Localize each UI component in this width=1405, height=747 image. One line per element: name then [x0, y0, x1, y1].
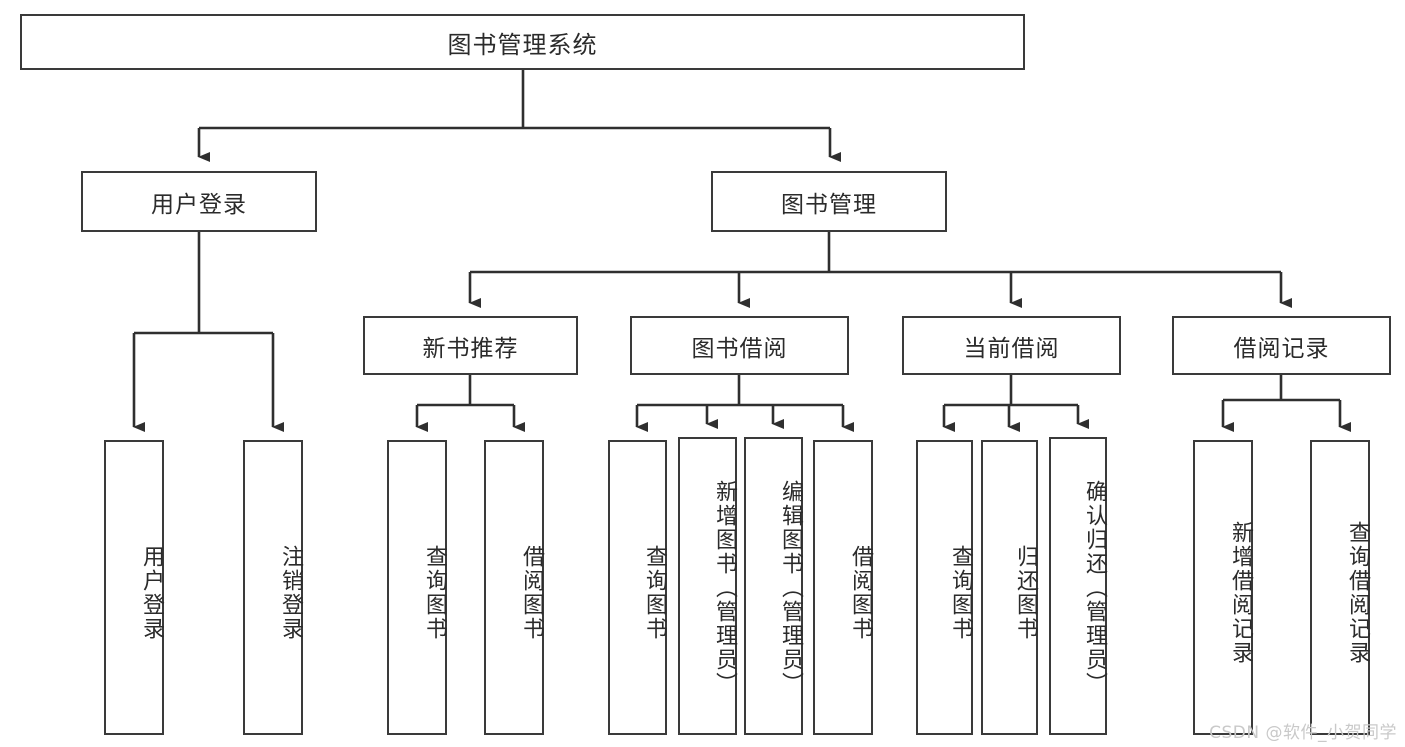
- node-level3-1[interactable]: 图书借阅: [630, 316, 849, 375]
- node-leaf-9[interactable]: 归还图书: [981, 440, 1038, 735]
- node-level3-3[interactable]: 借阅记录: [1172, 316, 1391, 375]
- node-leaf-10[interactable]: 确认归还（管理员）: [1049, 437, 1107, 735]
- node-leaf-8[interactable]: 查询图书: [916, 440, 973, 735]
- node-leaf-6[interactable]: 编辑图书（管理员）: [744, 437, 803, 735]
- node-level2-1[interactable]: 图书管理: [711, 171, 947, 232]
- node-leaf-4[interactable]: 查询图书: [608, 440, 667, 735]
- node-root[interactable]: 图书管理系统: [20, 14, 1025, 70]
- node-leaf-2[interactable]: 查询图书: [387, 440, 447, 735]
- node-leaf-5[interactable]: 新增图书（管理员）: [678, 437, 737, 735]
- node-leaf-7[interactable]: 借阅图书: [813, 440, 873, 735]
- node-level3-0[interactable]: 新书推荐: [363, 316, 578, 375]
- node-leaf-3[interactable]: 借阅图书: [484, 440, 544, 735]
- node-leaf-1[interactable]: 注销登录: [243, 440, 303, 735]
- node-level3-2[interactable]: 当前借阅: [902, 316, 1121, 375]
- node-leaf-12[interactable]: 查询借阅记录: [1310, 440, 1370, 735]
- node-level2-0[interactable]: 用户登录: [81, 171, 317, 232]
- node-leaf-0[interactable]: 用户登录: [104, 440, 164, 735]
- node-leaf-11[interactable]: 新增借阅记录: [1193, 440, 1253, 735]
